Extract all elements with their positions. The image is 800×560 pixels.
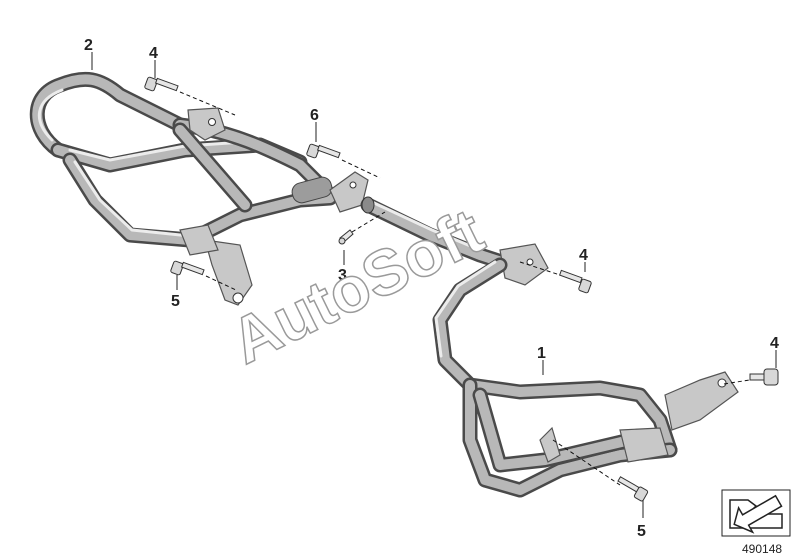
- callout-4-top: 4: [149, 45, 158, 62]
- watermark: AutoSoft: [220, 194, 494, 377]
- bolt-4-middle: [519, 261, 592, 294]
- bolt-5-left: [170, 260, 237, 291]
- callout-2: 2: [84, 37, 93, 54]
- callout-4-right: 4: [770, 335, 779, 352]
- leader-lines: [91, 52, 777, 518]
- orientation-box: [721, 489, 791, 537]
- bolt-6: [306, 143, 381, 179]
- bolt-5-right: [552, 439, 649, 502]
- bolt-4-top: [144, 76, 236, 116]
- callout-3: 3: [338, 267, 347, 284]
- callout-4-middle: 4: [579, 247, 588, 264]
- callout-5-left: 5: [171, 293, 180, 310]
- arrow-pointer-icon: [729, 494, 783, 534]
- right-crash-bar: [432, 243, 739, 498]
- callout-5-right: 5: [637, 523, 646, 540]
- image-number: 490148: [742, 542, 782, 556]
- bolt-3: [338, 211, 386, 245]
- callout-6: 6: [310, 107, 319, 124]
- left-crash-bar: [29, 71, 369, 306]
- callout-1: 1: [537, 345, 546, 362]
- bolt-4-right: [723, 368, 779, 386]
